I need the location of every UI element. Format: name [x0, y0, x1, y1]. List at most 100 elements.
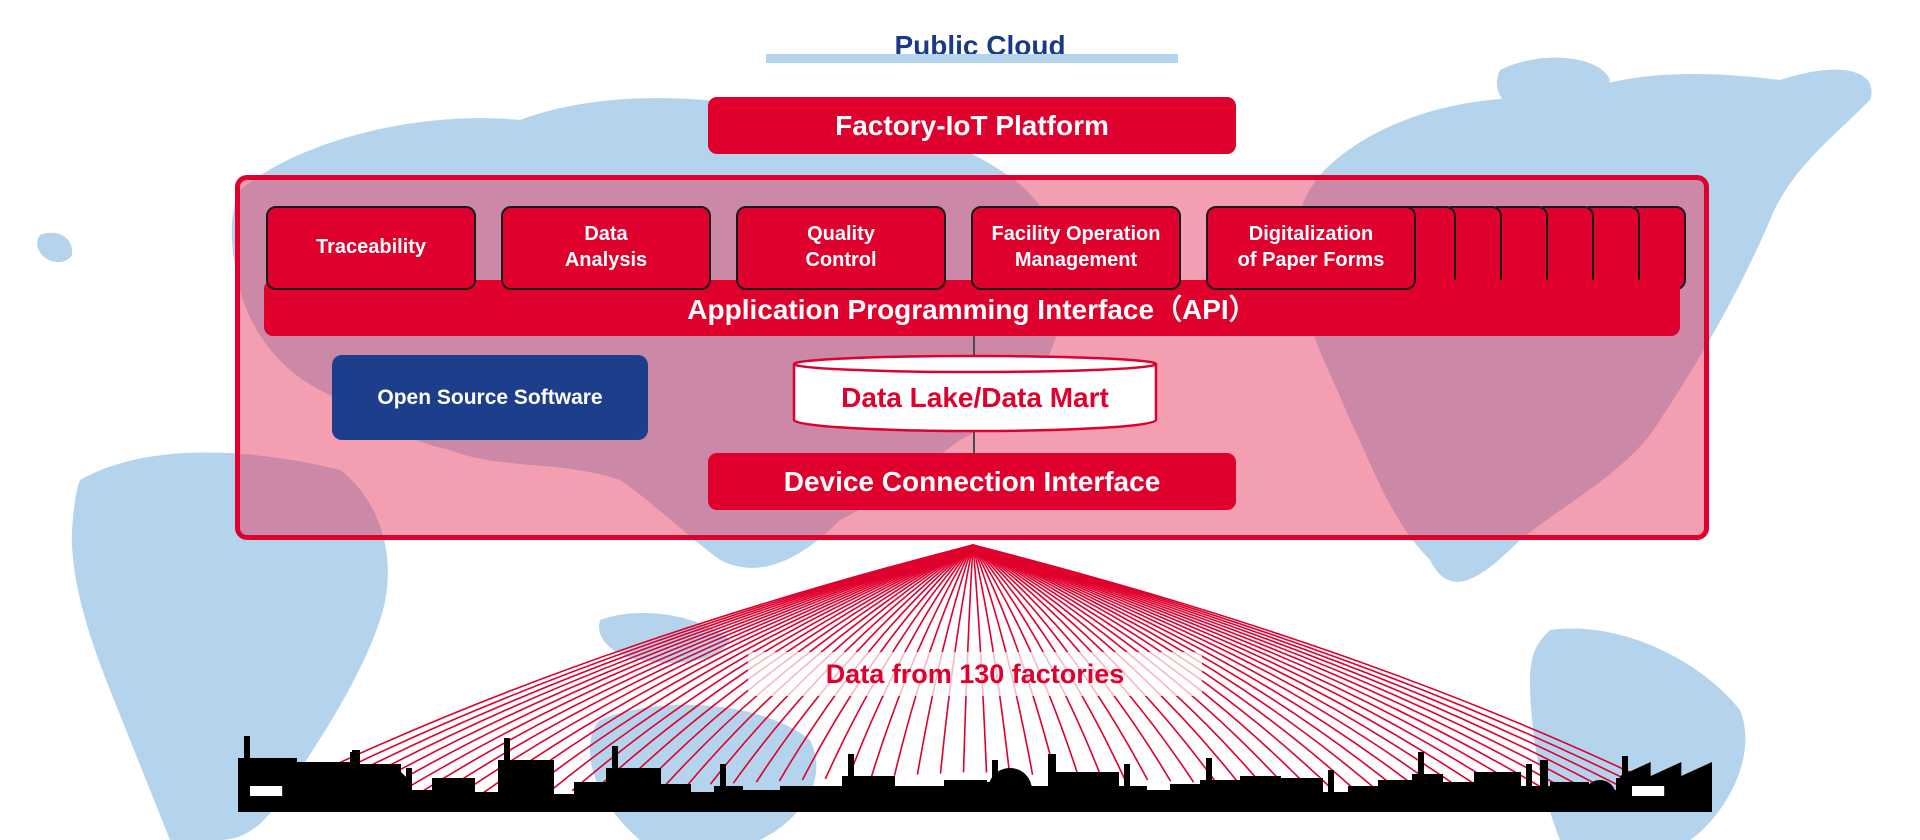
public-cloud-bar [766, 54, 1178, 63]
factory-building [474, 792, 499, 812]
factory-data-line [972, 544, 1609, 803]
factory-building [660, 784, 691, 812]
factory-sawtooth-left [238, 762, 330, 812]
factory-data-line [972, 544, 1402, 793]
factory-chimney [720, 764, 726, 786]
factory-building [1170, 784, 1201, 812]
factory-chimney [1418, 752, 1424, 774]
factory-building [1050, 772, 1119, 812]
factory-chimney [1622, 756, 1628, 778]
factory-data-line [972, 544, 1149, 781]
factory-building [894, 786, 945, 812]
factory-data-line [972, 544, 1517, 799]
factory-data-line [502, 544, 974, 795]
factory-data-line [410, 544, 974, 799]
factory-building [944, 780, 987, 812]
factory-data-line [972, 544, 1011, 774]
factory-data-line [972, 544, 988, 773]
factory-data-line [972, 544, 1540, 800]
factory-building [1412, 774, 1443, 812]
factory-building [1378, 780, 1413, 812]
factory-data-line [364, 544, 974, 802]
factory-building [1118, 786, 1147, 812]
factory-chimney [1526, 764, 1532, 786]
factory-data-line [341, 544, 974, 803]
app-quality-control: Quality Control [736, 206, 946, 290]
factory-building [742, 790, 781, 812]
factory-building [714, 786, 743, 812]
uk-islands [37, 232, 73, 263]
factory-building [842, 776, 895, 812]
factory-data-line [972, 544, 1448, 795]
greenland-landmass [1496, 57, 1610, 123]
app-digitalization-of-paper-forms: Digitalization of Paper Forms [1206, 206, 1416, 290]
factory-data-line [525, 544, 974, 794]
factory-data-line [972, 544, 1678, 806]
factory-data-line [972, 544, 1057, 777]
factory-data-line [972, 544, 1126, 780]
factory-chimney [244, 736, 250, 758]
connector-line-api-lake [973, 336, 975, 356]
factory-data-line [972, 544, 1701, 807]
factory-data-line [548, 544, 974, 793]
factory-window [250, 786, 283, 796]
factory-sawtooth-right [1620, 762, 1712, 812]
factories-data-label: Data from 130 factories [748, 652, 1202, 696]
factory-data-line [433, 544, 974, 798]
africa-landmass [71, 452, 388, 840]
factory-chimney [1124, 764, 1130, 786]
factory-data-line [893, 544, 974, 776]
factory-data-line [847, 544, 974, 779]
data-lake-cylinder-icon [792, 354, 1158, 433]
factory-data-line [972, 544, 1425, 794]
factory-building [690, 792, 715, 812]
factory-building [498, 760, 554, 812]
factory-building [1280, 778, 1323, 812]
api-bar: Application Programming Interface（API） [264, 280, 1680, 336]
app-facility-operation-management: Facility Operation Management [971, 206, 1181, 290]
factory-chimney [612, 746, 618, 768]
factory-building [432, 778, 475, 812]
factory-building [780, 786, 843, 812]
factory-data-line [801, 544, 974, 781]
factory-data-line [916, 544, 974, 775]
factory-building [1474, 772, 1521, 812]
factory-data-line [972, 544, 1655, 805]
factory-window [1632, 786, 1665, 796]
factory-data-line [962, 544, 974, 773]
open-source-software-box: Open Source Software [332, 355, 648, 440]
factory-data-line [479, 544, 974, 796]
factory-data-line [972, 544, 1586, 802]
factory-chimney [1206, 758, 1212, 780]
factory-data-line [972, 544, 1494, 797]
factory-data-line [295, 544, 974, 805]
factory-data-line [870, 544, 974, 777]
factory-building [1200, 780, 1241, 812]
factory-tower [1540, 760, 1548, 812]
factory-building [1442, 782, 1475, 812]
factory-data-line [972, 544, 1080, 778]
factory-tank [1584, 780, 1616, 812]
factory-data-line [456, 544, 974, 797]
factory-data-line [972, 544, 1034, 775]
factory-tank [366, 768, 410, 812]
factory-building [1146, 790, 1171, 812]
factory-tank [988, 768, 1032, 812]
factory-building [1348, 786, 1379, 812]
factory-data-line [387, 544, 974, 801]
factory-iot-platform-banner: Factory-IoT Platform [708, 97, 1236, 154]
factory-chimney [406, 768, 412, 790]
factory-building [574, 782, 607, 812]
factory-chimney [1328, 770, 1334, 792]
factory-chimney [504, 738, 510, 760]
factory-data-line [972, 544, 1632, 804]
device-connection-interface-bar: Device Connection Interface [708, 453, 1236, 510]
factory-data-line [939, 544, 974, 774]
app-traceability: Traceability [266, 206, 476, 290]
factory-data-line [824, 544, 974, 780]
app-data-analysis: Data Analysis [501, 206, 711, 290]
factory-tower [352, 750, 360, 812]
factory-data-line [318, 544, 974, 804]
